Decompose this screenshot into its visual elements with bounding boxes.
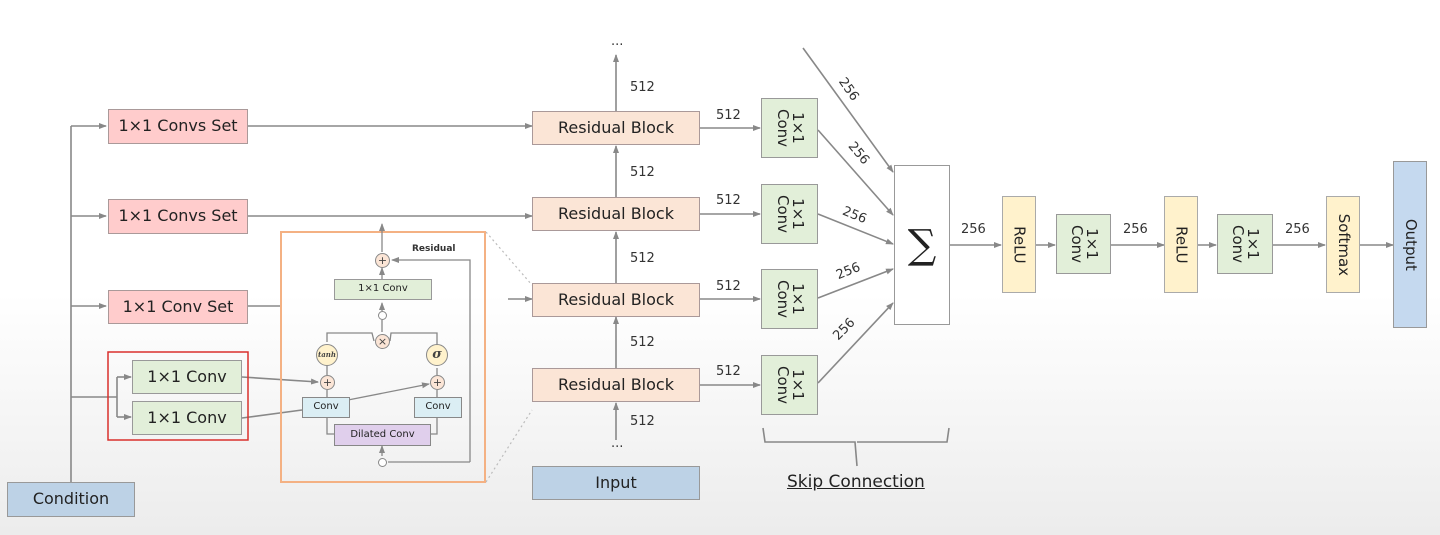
- highlight-frame: [107, 351, 249, 441]
- dim-label: 256: [961, 222, 986, 237]
- condition-label: Condition: [32, 489, 110, 509]
- skip-conv-1: 1×1 Conv: [761, 98, 818, 158]
- dim-label: 512: [630, 80, 655, 95]
- output-box: Output: [1393, 161, 1427, 328]
- relu-label: ReLU: [1172, 225, 1191, 264]
- dim-label: 512: [630, 414, 655, 429]
- skip-conv-2: 1×1 Conv: [761, 184, 818, 244]
- convs-set-label: 1×1 Convs Set: [118, 206, 238, 226]
- dim-label: 256: [1123, 222, 1148, 237]
- sigmoid-icon: σ: [426, 344, 448, 366]
- multiply-icon: ×: [375, 334, 390, 349]
- dim-label: 512: [716, 364, 741, 379]
- dim-label: 512: [716, 279, 741, 294]
- convs-set-2: 1×1 Convs Set: [108, 199, 248, 234]
- condition-box: Condition: [7, 482, 135, 517]
- dim-label: 512: [716, 108, 741, 123]
- conv-label: 1×1 Conv: [147, 366, 227, 386]
- residual-block-label: Residual Block: [558, 374, 674, 394]
- residual-block-label: Residual Block: [558, 289, 674, 309]
- dim-label: 512: [630, 335, 655, 350]
- softmax: Softmax: [1326, 196, 1360, 293]
- relu-2: ReLU: [1164, 196, 1198, 293]
- convs-set-1: 1×1 Convs Set: [108, 109, 248, 144]
- skip-conv-4: 1×1 Conv: [761, 355, 818, 415]
- conv-label: 1×1 Conv: [773, 108, 807, 148]
- dim-label: 512: [630, 165, 655, 180]
- detail-frame: [280, 231, 486, 483]
- conv-label: 1×1 Conv: [358, 283, 408, 295]
- tanh-icon: tanh: [316, 344, 338, 366]
- conv-label: Conv: [313, 401, 339, 413]
- input-node-icon: [378, 458, 387, 467]
- add-icon: +: [375, 253, 390, 268]
- conv-label: 1×1 Conv: [773, 279, 807, 319]
- residual-label: Residual: [412, 244, 456, 254]
- conv-label: 1×1 Conv: [1229, 224, 1262, 264]
- input-box: Input: [532, 466, 700, 500]
- residual-block-3: Residual Block: [532, 283, 700, 317]
- convs-set-label: 1×1 Convs Set: [118, 116, 238, 136]
- residual-block-4: Residual Block: [532, 368, 700, 402]
- conv-label: 1×1 Conv: [773, 365, 807, 405]
- head-conv-2: 1×1 Conv: [1217, 214, 1273, 274]
- dim-label: 512: [630, 251, 655, 266]
- relu-1: ReLU: [1002, 196, 1036, 293]
- residual-block-2: Residual Block: [532, 197, 700, 231]
- convs-set-label: 1×1 Conv Set: [122, 296, 234, 316]
- input-label: Input: [595, 472, 637, 492]
- output-label: Output: [1401, 218, 1420, 271]
- softmax-label: Softmax: [1334, 213, 1353, 276]
- sum-icon: ∑: [907, 222, 937, 268]
- residual-block-label: Residual Block: [558, 117, 674, 137]
- residual-block-1: Residual Block: [532, 111, 700, 145]
- node-icon: [378, 311, 387, 320]
- conv-label: 1×1 Conv: [773, 194, 807, 234]
- dim-label: 512: [716, 193, 741, 208]
- add-icon-left: +: [320, 375, 335, 390]
- convs-set-3: 1×1 Conv Set: [108, 290, 248, 324]
- residual-block-label: Residual Block: [558, 203, 674, 223]
- add-icon-right: +: [430, 375, 445, 390]
- skip-conv-3: 1×1 Conv: [761, 269, 818, 329]
- detail-1x1-conv: 1×1 Conv: [334, 279, 432, 300]
- conv-label: 1×1 Conv: [147, 407, 227, 427]
- dim-label: 256: [1285, 222, 1310, 237]
- conv-left: Conv: [302, 397, 350, 418]
- relu-label: ReLU: [1010, 225, 1029, 264]
- sum-box: ∑: [894, 165, 950, 325]
- skip-connection-caption: Skip Connection: [787, 472, 925, 492]
- conv-label: 1×1 Conv: [1067, 224, 1101, 264]
- bottom-ellipsis: ...: [611, 436, 624, 451]
- top-ellipsis: ...: [611, 34, 624, 49]
- highlight-conv-2: 1×1 Conv: [132, 401, 242, 435]
- conv-label: Conv: [425, 401, 451, 413]
- conv-right: Conv: [414, 397, 462, 418]
- head-conv-1: 1×1 Conv: [1056, 214, 1111, 274]
- dilated-conv-label: Dilated Conv: [350, 428, 415, 440]
- highlight-conv-1: 1×1 Conv: [132, 360, 242, 394]
- dilated-conv: Dilated Conv: [334, 424, 431, 446]
